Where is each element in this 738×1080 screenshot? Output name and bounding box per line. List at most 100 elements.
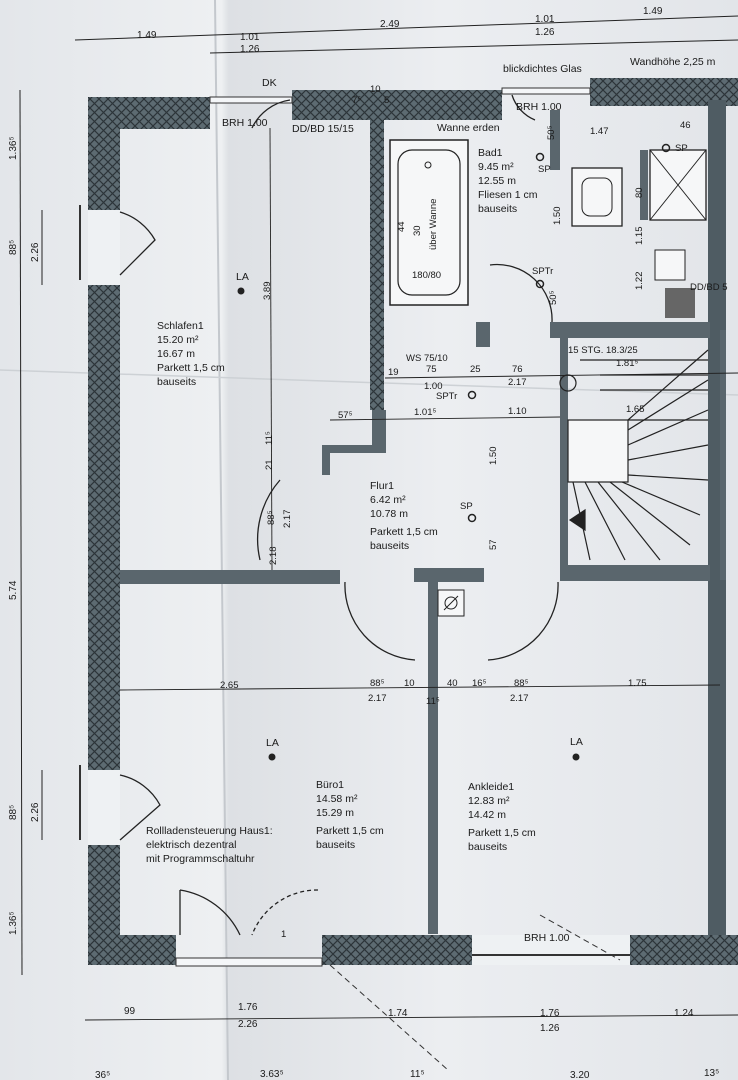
dim-bottom-4: 1.76 xyxy=(540,1008,560,1019)
ddbd-label: DD/BD 15/15 xyxy=(292,123,354,135)
hall-150: 1.50 xyxy=(488,447,499,466)
hall-19: 19 xyxy=(388,367,399,378)
bath-505b: 50⁵ xyxy=(548,290,559,305)
stairs-text: 15 STG. 18.3/25 1.81⁵ 1.65 xyxy=(568,345,645,415)
mid-217b: 2.17 xyxy=(510,693,529,704)
bad-note: bauseits xyxy=(478,203,517,215)
brh-bottom-label: BRH 1.00 xyxy=(524,932,570,944)
tub-44: 44 xyxy=(396,221,407,232)
bad-name: Bad1 xyxy=(478,147,503,159)
ankleide-perim: 14.42 m xyxy=(468,809,506,821)
paper-fold xyxy=(0,369,738,396)
stairs-165: 1.65 xyxy=(626,404,645,415)
bath-80: 80 xyxy=(634,187,645,198)
dim-top-1: 1.49 xyxy=(137,30,157,41)
hall-885: 88⁵ xyxy=(266,510,277,525)
flur-floor: Parkett 1,5 cm xyxy=(370,526,438,538)
schlafen-floor: Parkett 1,5 cm xyxy=(157,362,225,374)
brh-bath-label: BRH 1.00 xyxy=(516,101,562,113)
room-flur: Flur1 6.42 m² 10.78 m Parkett 1,5 cm bau… xyxy=(370,480,438,552)
ankleide-floor: Parkett 1,5 cm xyxy=(468,827,536,839)
windows xyxy=(79,87,630,967)
ankleide-name: Ankleide1 xyxy=(468,781,514,793)
dk-label: DK xyxy=(262,77,277,89)
dim-bottom-5: 1.24 xyxy=(674,1008,694,1019)
mid-265: 2.65 xyxy=(220,680,239,691)
dim-10: 10 xyxy=(370,84,381,95)
blinds-line3: mit Programmschaltuhr xyxy=(146,853,255,865)
flur-area: 6.42 m² xyxy=(370,494,406,506)
bath-dims: SP SP 1.47 46 50⁵ 1.50 80 1.15 1.22 SPTr… xyxy=(532,120,691,305)
hall-218: 2.18 xyxy=(268,547,279,566)
stairs-1815: 1.81⁵ xyxy=(616,358,638,369)
dim-bottom-12: 13⁵ xyxy=(704,1068,719,1079)
washbasin-icon xyxy=(571,167,623,227)
tub-size: 180/80 xyxy=(412,270,441,281)
bottom-dimensions: 99 1.76 1.74 1.76 1.24 2.26 1.26 36⁵ 3.6… xyxy=(95,1002,719,1080)
ankleide-note: bauseits xyxy=(468,841,507,853)
bath-sp1: SP xyxy=(538,164,551,175)
hall-dims: WS 75/10 19 75 25 76 1.00 2.17 SPTr 1.01… xyxy=(262,282,527,566)
bath-150: 1.50 xyxy=(552,207,563,226)
hall-57: 57 xyxy=(488,539,499,550)
buero-area: 14.58 m² xyxy=(316,793,358,805)
dim-top-3: 1.01 xyxy=(535,14,555,25)
mid-175: 1.75 xyxy=(628,678,647,689)
bath-505a: 50⁵ xyxy=(546,125,557,140)
left-dimensions: 1.36⁵ 88⁵ 2.26 5.74 88⁵ 2.26 1.36⁵ xyxy=(8,89,43,976)
dim-left-2: 88⁵ xyxy=(8,240,19,255)
wall-height-label: Wandhöhe 2,25 m xyxy=(630,56,716,68)
schlafen-la: LA xyxy=(236,271,249,283)
interior-dim-lines xyxy=(84,127,738,1021)
dim-bottom-9: 3.63⁵ xyxy=(260,1069,284,1080)
hall-ws: WS 75/10 xyxy=(406,353,448,364)
room-buero: LA Büro1 14.58 m² 15.29 m Parkett 1,5 cm… xyxy=(266,737,384,851)
bad-perim: 12.55 m xyxy=(478,175,516,187)
dim-bottom-8: 36⁵ xyxy=(95,1070,110,1080)
dim-left-6: 2.26 xyxy=(30,802,41,822)
bath-147: 1.47 xyxy=(590,126,609,137)
flur-note: bauseits xyxy=(370,540,409,552)
brh-left-label: BRH 1.00 xyxy=(222,117,268,129)
ankleide-area: 12.83 m² xyxy=(468,795,510,807)
bad-floor: Fliesen 1 cm xyxy=(478,189,538,201)
bath-sptr: SPTr xyxy=(532,266,553,277)
room-ankleide: LA Ankleide1 12.83 m² 14.42 m Parkett 1,… xyxy=(468,736,583,853)
schlafen-name: Schlafen1 xyxy=(157,320,204,332)
hall-389: 3.89 xyxy=(262,282,273,301)
schlafen-perim: 16.67 m xyxy=(157,348,195,360)
blinds-note: Rollladensteuerung Haus1: elektrisch dez… xyxy=(146,825,570,944)
paper-fold xyxy=(214,0,229,1080)
door-swings xyxy=(119,94,559,936)
flur-perim: 10.78 m xyxy=(370,508,408,520)
hall-100: 1.00 xyxy=(424,381,443,392)
tub-note-label: Wanne erden xyxy=(437,122,500,134)
mid-10: 10 xyxy=(404,678,415,689)
hall-sp: SP xyxy=(460,501,473,512)
dim-top-2: 2.49 xyxy=(380,19,400,30)
hall-115: 11⁵ xyxy=(264,431,275,445)
room-schlafen: LA Schlafen1 15.20 m² 16.67 m Parkett 1,… xyxy=(157,271,249,388)
dim-bottom-6: 2.26 xyxy=(238,1019,258,1030)
hall-575: 57⁵ xyxy=(338,410,353,421)
buero-note: bauseits xyxy=(316,839,355,851)
buero-name: Büro1 xyxy=(316,779,344,791)
mid-40: 40 xyxy=(447,678,458,689)
dim-bottom-3: 1.74 xyxy=(388,1008,408,1019)
dim-top-6: 1.26 xyxy=(240,44,260,55)
bath-115: 1.15 xyxy=(634,227,645,246)
blinds-line1: Rollladensteuerung Haus1: xyxy=(146,825,273,837)
glass-label: blickdichtes Glas xyxy=(503,63,582,75)
mid-217a: 2.17 xyxy=(368,693,387,704)
dim-left-4: 5.74 xyxy=(8,580,19,600)
schlafen-area: 15.20 m² xyxy=(157,334,199,346)
dim-left-7: 1.36⁵ xyxy=(8,911,19,935)
dim-bottom-1: 99 xyxy=(124,1006,136,1017)
dim-left-1: 1.36⁵ xyxy=(8,136,19,160)
top-dimensions: 1.49 2.49 1.01 1.49 1.01 1.26 1.26 xyxy=(74,6,738,55)
dim-left-5: 88⁵ xyxy=(8,805,19,820)
buero-la: LA xyxy=(266,737,279,749)
hall-110: 1.10 xyxy=(508,406,527,417)
outer-walls xyxy=(88,78,738,965)
hall-sptr: SPTr xyxy=(436,391,457,402)
